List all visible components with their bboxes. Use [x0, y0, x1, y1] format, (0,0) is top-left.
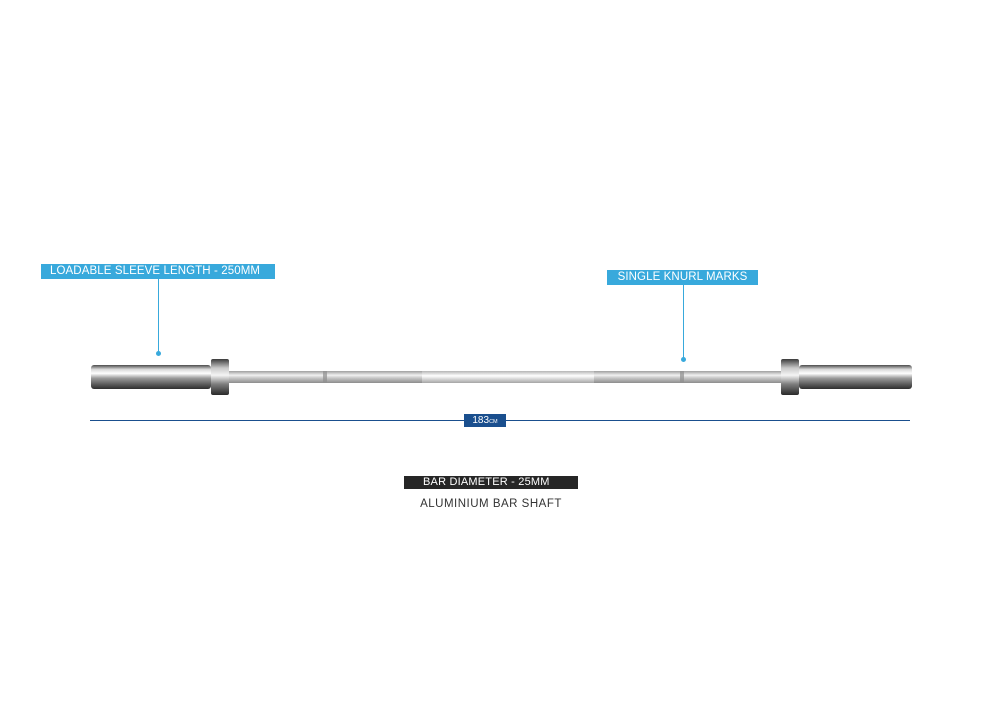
bar-smooth-center [422, 371, 594, 383]
left-collar [211, 359, 229, 395]
knurl-mark-left [323, 371, 327, 383]
bar-diameter-badge: BAR DIAMETER - 25MM [404, 476, 578, 489]
sleeve-leader-dot [156, 351, 161, 356]
knurl-leader-dot [681, 357, 686, 362]
length-badge: 183CM [464, 414, 506, 427]
left-sleeve [91, 365, 211, 389]
length-unit: CM [489, 419, 498, 425]
right-collar [781, 359, 799, 395]
bar-shaft-material: ALUMINIUM BAR SHAFT [420, 498, 562, 510]
knurl-leader-line [683, 285, 684, 359]
sleeve-length-callout: LOADABLE SLEEVE LENGTH - 250MM [41, 264, 275, 279]
knurl-marks-callout: SINGLE KNURL MARKS [607, 270, 758, 285]
sleeve-leader-line [158, 279, 159, 353]
barbell-image [91, 359, 912, 395]
knurl-mark-right [680, 371, 684, 383]
right-sleeve [799, 365, 912, 389]
length-value: 183 [472, 415, 490, 426]
